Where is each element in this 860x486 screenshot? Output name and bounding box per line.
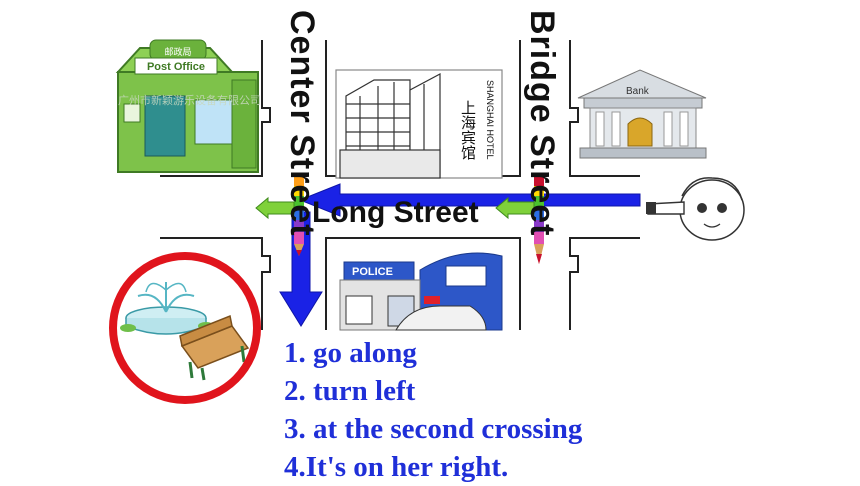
route-arrow-left xyxy=(298,183,641,217)
crossing-marker-second xyxy=(495,174,544,264)
park-fountain-icon xyxy=(120,282,214,335)
hotel-name-en: SHANGHAI HOTEL xyxy=(485,80,495,160)
direction-step: 1. go along xyxy=(284,337,417,369)
bank-icon xyxy=(577,69,707,159)
bank-sign: Bank xyxy=(626,86,650,97)
hotel-name-cn: 上海宾馆 xyxy=(459,100,477,160)
direction-step: 2. turn left xyxy=(284,375,416,407)
girl-face-icon xyxy=(640,177,745,246)
route-arrow-down xyxy=(279,211,323,327)
highlight-circle xyxy=(109,252,261,404)
post-office-roof-sign: 邮政局 xyxy=(164,46,191,58)
hotel-icon xyxy=(335,69,503,179)
road-outlines xyxy=(160,40,640,330)
post-office-icon xyxy=(115,39,259,173)
direction-step: 4.It's on her right. xyxy=(284,451,509,483)
direction-step: 3. at the second crossing xyxy=(284,413,583,445)
long-street-label: Long Street xyxy=(312,196,479,229)
police-station-icon xyxy=(336,252,503,331)
park-bench-icon xyxy=(179,314,250,381)
crossing-marker-first xyxy=(255,174,304,256)
directions-list: 1. go along 2. turn left 3. at the secon… xyxy=(284,334,582,486)
bridge-street-label: Bridge Street xyxy=(523,10,561,237)
police-sign: POLICE xyxy=(352,266,393,278)
post-office-sign: Post Office xyxy=(147,61,205,73)
center-street-label: Center Street xyxy=(283,10,321,237)
watermark: 广州市新颖游乐设备有限公司 xyxy=(118,93,261,107)
